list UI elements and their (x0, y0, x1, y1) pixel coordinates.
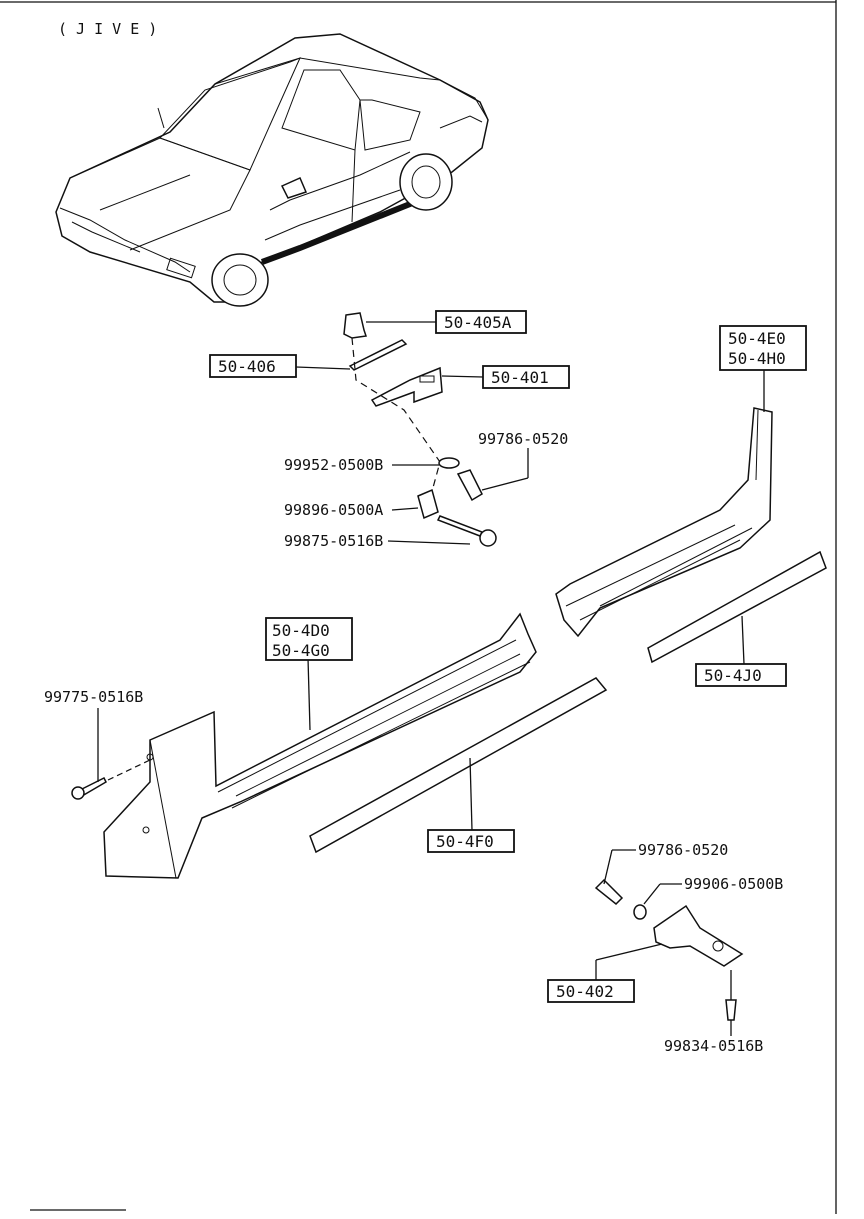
bracket-assembly (594, 849, 744, 1036)
variant-label: ( J I V E ) (58, 20, 157, 38)
label-99775-0516B: 99775-0516B (44, 688, 143, 706)
nut-plate-part (417, 488, 439, 520)
clip-assembly (295, 312, 529, 547)
callout-50-406: 50-406 (209, 354, 297, 378)
svg-text:50-4J0: 50-4J0 (704, 666, 762, 685)
svg-text:50-4E0: 50-4E0 (728, 329, 786, 348)
svg-text:50-4D0: 50-4D0 (272, 621, 330, 640)
svg-text:50-405A: 50-405A (444, 313, 512, 332)
callout-50-401: 50-401 (482, 365, 570, 389)
callout-50-4F0: 50-4F0 (427, 829, 515, 853)
svg-text:50-406: 50-406 (218, 357, 276, 376)
front-molding-part (309, 677, 608, 854)
svg-text:50-401: 50-401 (491, 368, 549, 387)
screw-99775-part (71, 708, 151, 800)
retainer-strip-part (348, 339, 408, 371)
label-99906-0500B: 99906-0500B (684, 875, 783, 893)
clip-nut-part (343, 312, 367, 339)
bolt-part (456, 469, 483, 502)
callout-50-4J0: 50-4J0 (695, 663, 787, 687)
label-99896-0500A: 99896-0500A (284, 501, 383, 519)
rear-molding-part (647, 550, 827, 665)
svg-text:50-4G0: 50-4G0 (272, 641, 330, 660)
svg-text:50-4H0: 50-4H0 (728, 349, 786, 368)
callout-50-4D0-4G0: 50-4D0 50-4G0 (265, 617, 353, 661)
front-side-sill-part (103, 612, 537, 879)
label-99786-0520-upper: 99786-0520 (478, 430, 568, 448)
svg-text:50-402: 50-402 (556, 982, 614, 1001)
label-99834-0516B: 99834-0516B (664, 1037, 763, 1055)
svg-text:50-4F0: 50-4F0 (436, 832, 494, 851)
rear-side-sill-part (555, 368, 773, 638)
bracket-part (370, 366, 443, 407)
washer-part (438, 457, 460, 469)
callout-50-4E0-4H0: 50-4E0 50-4H0 (719, 325, 807, 371)
label-99952-0500B: 99952-0500B (284, 456, 383, 474)
callout-50-402: 50-402 (547, 979, 635, 1003)
label-99786-0520-lower: 99786-0520 (638, 841, 728, 859)
label-99875-0516B: 99875-0516B (284, 532, 383, 550)
screw-part (436, 515, 484, 537)
car-illustration (55, 33, 489, 307)
callout-50-405A: 50-405A (435, 310, 527, 334)
